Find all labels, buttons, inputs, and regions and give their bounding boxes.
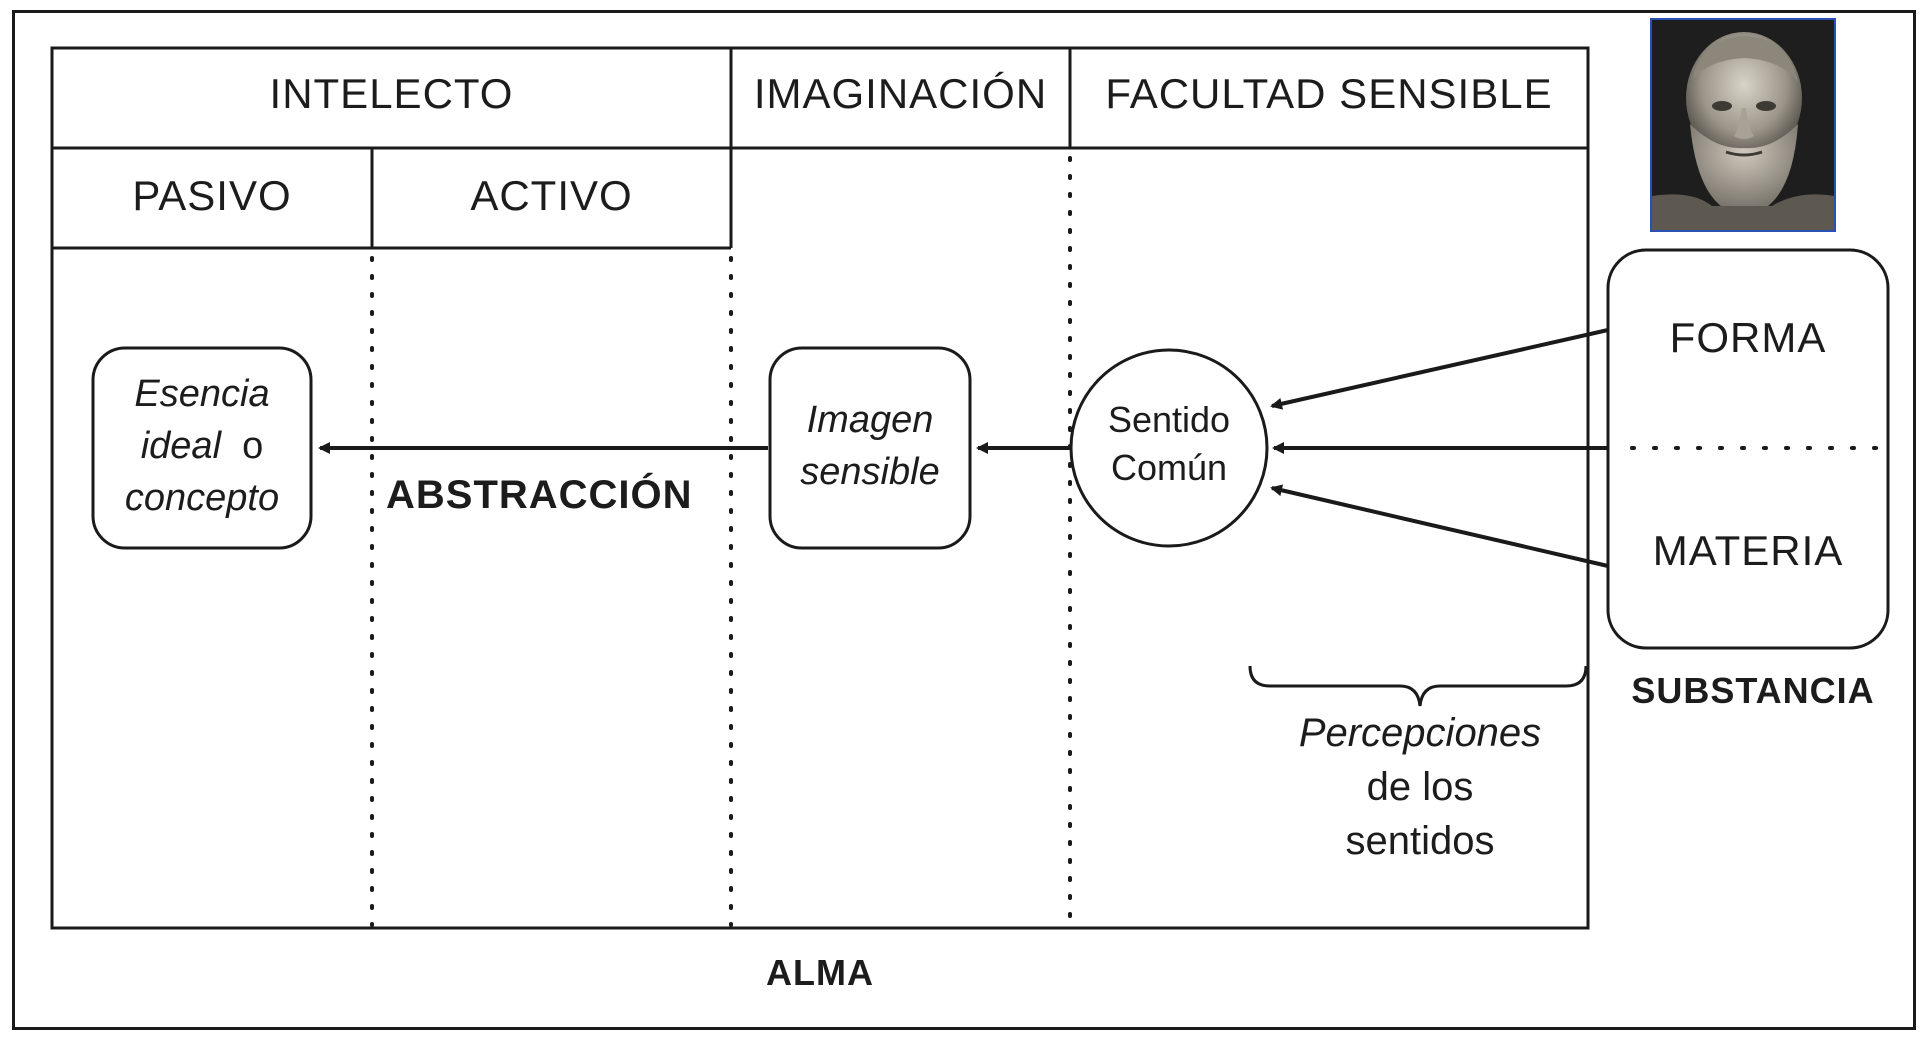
substancia-label: SUBSTANCIA [1631, 670, 1875, 711]
imagen-node-label: Imagen sensible [770, 394, 970, 498]
forma-label: FORMA [1669, 314, 1827, 361]
percepciones-line2: de los [1366, 765, 1474, 809]
alma-label: ALMA [766, 952, 874, 993]
portrait-icon [1652, 20, 1834, 230]
imagen-line1: Imagen [806, 399, 934, 441]
diagram-frame [12, 10, 1916, 1030]
sentido-comun-node-circle [1069, 348, 1269, 548]
esencia-line1: Esencia [134, 373, 270, 415]
percepciones-line1: Percepciones [1298, 711, 1542, 755]
header-facultad-sensible: FACULTAD SENSIBLE [1105, 70, 1553, 117]
sentido-line1: Sentido [1107, 399, 1231, 440]
sentido-line2: Común [1110, 447, 1228, 488]
esencia-line2: ideal o [93, 420, 311, 472]
sentido-comun-label: Sentido Común [1071, 396, 1267, 492]
abstraccion-label: ABSTRACCIÓN [386, 473, 693, 517]
esencia-ideal-word: ideal [140, 425, 222, 467]
arrow-forma-to-sentido [1270, 328, 1609, 410]
materia-label: MATERIA [1652, 527, 1844, 574]
percepciones-brace [1248, 665, 1588, 707]
header-imaginacion: IMAGINACIÓN [753, 70, 1048, 117]
esencia-node-label: Esencia ideal o concepto [93, 368, 311, 524]
esencia-line3: concepto [124, 477, 280, 519]
header-pasivo: PASIVO [132, 172, 292, 219]
imagen-node-box [768, 346, 972, 550]
percepciones-line3: sentidos [1345, 819, 1495, 863]
percepciones-label: Percepciones de los sentidos [1260, 706, 1580, 868]
alma-box [50, 46, 1590, 930]
header-activo: ACTIVO [470, 172, 633, 219]
esencia-o-word: o [242, 425, 264, 467]
header-intelecto: INTELECTO [269, 70, 514, 117]
esencia-node-box [91, 346, 313, 550]
arrow-materia-to-sentido [1270, 484, 1609, 568]
substancia-box [1606, 248, 1890, 650]
imagen-line2: sensible [800, 451, 940, 493]
aristotle-portrait-image [1650, 18, 1836, 232]
